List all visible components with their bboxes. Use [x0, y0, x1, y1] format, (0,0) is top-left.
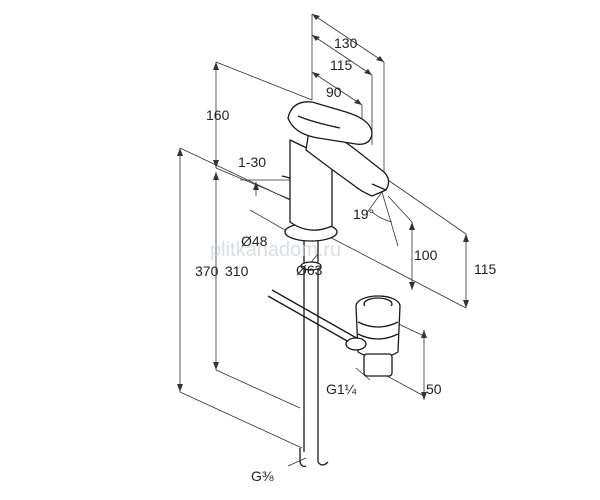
dim-tilt-1-30: 1-30: [238, 154, 266, 170]
drain-assembly: [267, 289, 401, 377]
dim-width-130: 130: [334, 35, 358, 51]
dim-diameter-63: Ø63: [296, 262, 323, 278]
dim-width-90: 90: [326, 84, 342, 100]
dimension-labels: 130 115 90 160 1-30 Ø48 19° 100 115 370 …: [195, 35, 497, 484]
dim-width-115: 115: [330, 57, 353, 73]
dim-height-100: 100: [414, 247, 438, 263]
dim-angle-19: 19°: [353, 206, 374, 222]
faucet-body: [281, 101, 390, 468]
dim-thread-g1-1-4: G1¼: [326, 381, 357, 397]
dim-thread-g3-8: G⅜: [251, 468, 274, 484]
dimension-arrows: [177, 14, 469, 400]
dim-depth-50: 50: [426, 381, 442, 397]
dim-height-160: 160: [206, 107, 230, 123]
dim-diameter-48: Ø48: [241, 233, 268, 249]
watermark-text: plitkanadom.ru: [210, 239, 341, 261]
dim-height-370: 370: [195, 263, 219, 279]
dim-height-310: 310: [225, 263, 249, 279]
dim-height-115: 115: [474, 261, 497, 277]
